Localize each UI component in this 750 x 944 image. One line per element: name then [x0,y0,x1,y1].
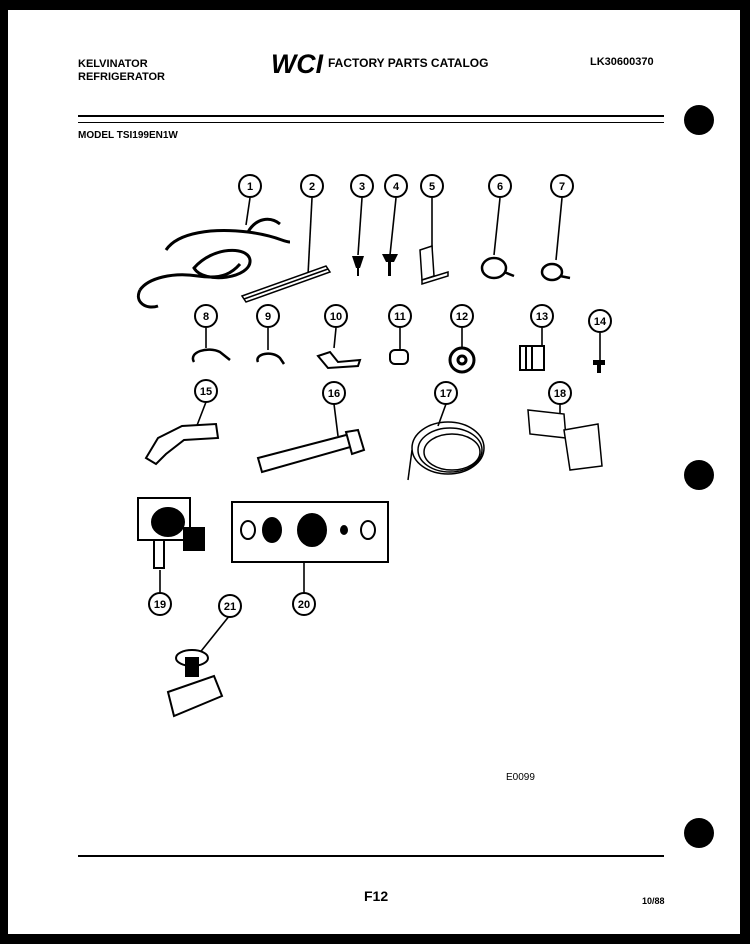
callout-8: 8 [194,304,218,328]
callout-number: 20 [298,599,310,611]
part-12-grommet [448,346,476,374]
wci-logo: WCI [271,49,323,78]
binder-hole-top [684,105,714,135]
model-rule [78,122,664,123]
callout-number: 12 [456,311,468,323]
callout-1: 1 [238,174,262,198]
callout-number: 18 [554,388,566,400]
part-9-clip [256,352,286,365]
callout-number: 3 [359,181,365,193]
product-type: REFRIGERATOR [78,71,165,83]
callout-number: 14 [594,316,607,328]
callout-number: 8 [203,311,209,323]
callout-3: 3 [350,174,374,198]
callout-number: 7 [559,181,565,193]
callout-number: 17 [440,388,452,400]
callout-14: 14 [588,309,612,333]
part-7-clamp [540,262,571,282]
leader-line [195,401,207,429]
leader-line [333,403,339,437]
catalog-number: LK30600370 [590,56,654,68]
binder-hole-middle [684,460,714,490]
callout-labels: 1 2 3 4 5 6 7 8 9 10 11 12 13 14 15 16 1… [148,174,612,618]
leader-line [357,197,363,256]
part-5-bracket [419,244,449,286]
callout-number: 6 [497,181,503,193]
part-4-push-pin [382,254,398,276]
callout-18: 18 [548,381,572,405]
part-15-elbow-hose [144,422,220,466]
part-11-sleeve [389,349,409,365]
wci-logo-text: WCI [271,49,323,78]
page-number: F12 [364,888,389,904]
part-2-strip [240,265,332,303]
callout-number: 10 [330,311,342,323]
leader-line [555,197,563,261]
part-13-block [519,345,545,371]
callout-15: 15 [194,379,218,403]
leader-line [493,197,501,256]
callout-6: 6 [488,174,512,198]
part-19-water-valve [137,497,205,569]
callout-19: 19 [148,592,172,616]
parts-diagram: 1 2 3 4 5 6 7 8 9 10 11 12 13 14 15 16 1… [137,174,612,718]
part-1-wire-harness [137,217,291,309]
callout-number: 16 [328,388,340,400]
part-16-tube [256,428,366,474]
callout-7: 7 [550,174,574,198]
callout-21: 21 [218,594,242,618]
callout-10: 10 [324,304,348,328]
model-number: MODEL TSI199EN1W [78,130,178,141]
callout-20: 20 [292,592,316,616]
header-rule [78,115,664,117]
callout-17: 17 [434,381,458,405]
callout-number: 11 [394,311,406,323]
callout-4: 4 [384,174,408,198]
leader-line [389,197,397,256]
callout-number: 19 [154,599,166,611]
part-14-screw [593,360,605,373]
part-3-rivet [352,256,364,276]
part-21-valve-assembly [166,649,224,718]
leader-line [307,197,313,276]
callout-number: 1 [247,181,253,193]
leader-line [197,614,231,656]
brand-block: KELVINATOR REFRIGERATOR [78,58,165,84]
leader-line [245,197,251,226]
part-18-bracket [527,409,603,471]
callout-number: 9 [265,311,271,323]
callout-9: 9 [256,304,280,328]
callout-number: 4 [393,181,400,193]
part-8-clip [191,348,231,363]
binder-hole-bottom [684,818,714,848]
brand-name: KELVINATOR [78,58,148,70]
callout-12: 12 [450,304,474,328]
callout-2: 2 [300,174,324,198]
catalog-title: FACTORY PARTS CATALOG [328,56,489,70]
footer-rule [78,855,664,857]
illustration-code: E0099 [506,772,535,783]
catalog-page: KELVINATOR REFRIGERATOR WCI FACTORY PART… [8,10,740,934]
part-20-fitting-kit [231,501,389,563]
part-6-clamp [480,256,515,280]
callout-13: 13 [530,304,554,328]
callout-number: 21 [224,601,236,613]
callout-number: 13 [536,311,548,323]
callout-5: 5 [420,174,444,198]
callout-11: 11 [388,304,412,328]
callout-number: 5 [429,181,435,193]
callout-number: 2 [309,181,315,193]
part-17-coil-tube [407,421,485,481]
callout-16: 16 [322,381,346,405]
leader-line [333,327,337,349]
revision-date: 10/88 [642,896,665,906]
part-10-clip [316,350,362,370]
callout-number: 15 [200,386,212,398]
